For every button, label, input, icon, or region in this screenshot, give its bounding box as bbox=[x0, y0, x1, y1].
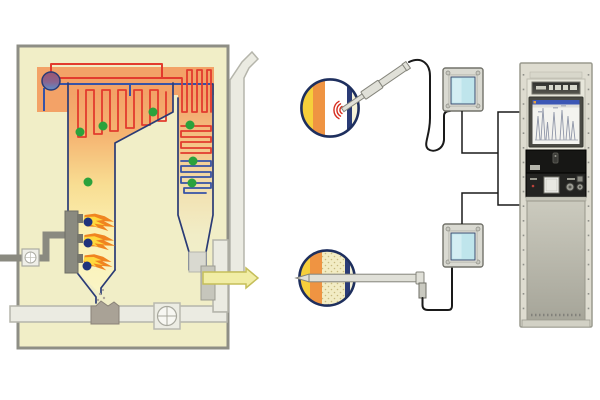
electronics-module bbox=[525, 149, 587, 174]
temperature-probe bbox=[340, 60, 412, 113]
measurement-points-green bbox=[75, 107, 198, 188]
burner-assembly bbox=[64, 210, 83, 274]
connector-socket bbox=[576, 175, 584, 183]
measurement-point-green bbox=[75, 127, 85, 137]
sampling-lance bbox=[294, 271, 427, 299]
superheater-platens bbox=[77, 89, 167, 138]
blank-panel bbox=[526, 200, 586, 321]
furnace-nose-wall bbox=[114, 82, 174, 271]
analyzer-module bbox=[525, 172, 587, 198]
blower-icon bbox=[21, 248, 40, 267]
measurement-point-blue bbox=[83, 217, 93, 227]
steam-header-red bbox=[50, 63, 182, 79]
wall-layer-orange bbox=[313, 79, 325, 137]
module-label bbox=[530, 165, 540, 170]
wall-layer-yellow bbox=[301, 79, 313, 137]
backpass-superheater bbox=[181, 69, 212, 113]
wall-probe-detail bbox=[300, 58, 451, 152]
measurement-point-blue bbox=[82, 261, 92, 271]
furnace-left-wall bbox=[67, 82, 97, 304]
sampling-probe-detail bbox=[294, 249, 453, 311]
economizer-red bbox=[180, 125, 212, 154]
measurement-point-blue bbox=[83, 238, 93, 248]
measurement-point-green bbox=[98, 121, 108, 131]
falling-ash bbox=[96, 288, 106, 302]
backpass-channel bbox=[178, 95, 213, 253]
signal-bus-lines bbox=[461, 111, 520, 224]
acoustic-wave-icon bbox=[333, 100, 343, 120]
probe-cable-bottom bbox=[421, 267, 453, 311]
analyzer-cabinet bbox=[519, 62, 593, 328]
junction-box-top bbox=[442, 67, 484, 112]
stack-pipe bbox=[229, 50, 260, 273]
probe-cable-top bbox=[408, 58, 451, 152]
cabinet-top-vent bbox=[529, 71, 583, 79]
steam-drum bbox=[41, 71, 61, 91]
monitor-titlebar bbox=[532, 100, 580, 105]
junction-box-bottom bbox=[442, 223, 484, 268]
measurement-points-blue bbox=[82, 217, 93, 271]
monitor-chart bbox=[535, 107, 578, 141]
module-handle bbox=[552, 152, 559, 164]
led-status-display bbox=[531, 81, 581, 95]
measurement-point-green bbox=[148, 107, 158, 117]
fan-icon bbox=[153, 302, 181, 330]
process-monitor bbox=[528, 96, 584, 148]
measurement-point-green bbox=[185, 120, 195, 130]
status-led bbox=[531, 184, 535, 188]
lance-fitting bbox=[418, 282, 427, 299]
flue-gas-arrow bbox=[202, 266, 260, 290]
boiler-diagram bbox=[0, 44, 260, 350]
hopper-right-slope bbox=[100, 269, 116, 295]
economizer-blue bbox=[180, 160, 212, 194]
rack-rail bbox=[525, 196, 587, 202]
ash-container bbox=[90, 300, 120, 325]
detail-circle-top bbox=[300, 78, 360, 138]
measurement-point-green bbox=[188, 156, 198, 166]
measurement-point-green bbox=[83, 177, 93, 187]
measurement-point-green bbox=[187, 178, 197, 188]
cabinet-base bbox=[521, 319, 591, 328]
